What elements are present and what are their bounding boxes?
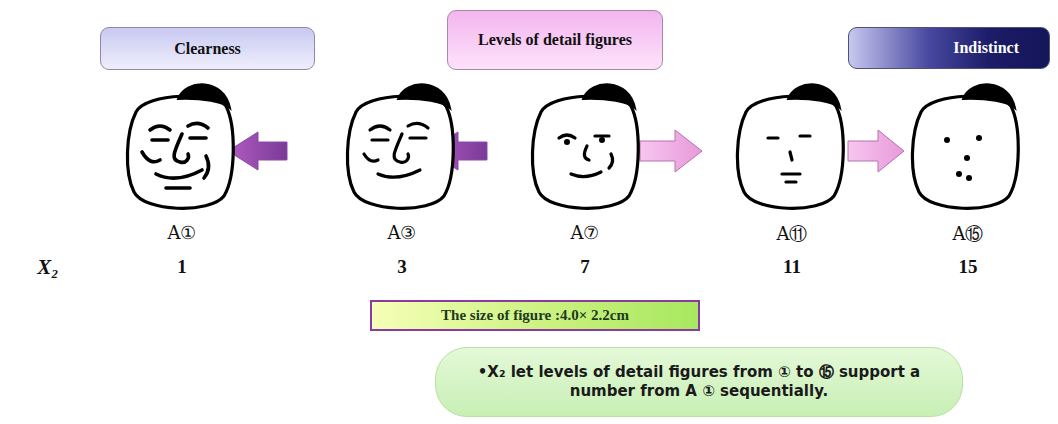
- head-outline: [532, 96, 638, 208]
- face-drawing: [912, 84, 1018, 208]
- face-dot: [966, 175, 972, 181]
- head-outline: [912, 96, 1018, 208]
- face-feature: [190, 136, 206, 140]
- face-dot: [976, 135, 982, 141]
- hair: [178, 84, 230, 108]
- face-feature: [786, 180, 796, 183]
- face-feature: [571, 172, 601, 177]
- face-feature: [584, 146, 589, 160]
- face-feature: [378, 170, 420, 177]
- head-outline: [127, 96, 233, 208]
- left-arrow: [228, 132, 287, 170]
- hair: [398, 84, 450, 108]
- figure-label: A⑪: [777, 222, 808, 246]
- face-dot: [564, 139, 570, 145]
- box-text: Clearness: [174, 40, 241, 58]
- face-dot: [599, 137, 605, 143]
- figure-label: A⑮: [953, 222, 984, 246]
- face-feature: [166, 186, 190, 190]
- level-number: 1: [177, 256, 187, 278]
- box-text: Indistinct: [953, 39, 1019, 57]
- face-feature: [204, 156, 209, 178]
- face-feature: [768, 136, 778, 139]
- face-feature: [372, 138, 388, 141]
- right-arrow: [640, 130, 702, 172]
- face-feature: [782, 172, 800, 175]
- note-box: •X₂ let levels of detail figures from ① …: [435, 347, 963, 417]
- face-feature: [800, 134, 810, 137]
- level-number: 3: [397, 256, 407, 278]
- header-box: Clearness: [100, 27, 315, 70]
- face-feature: [156, 170, 202, 178]
- face-feature: [370, 126, 390, 130]
- box-text: Levels of detail figures: [478, 31, 632, 49]
- head-outline: [737, 96, 843, 208]
- face-feature: [790, 152, 792, 160]
- level-number: 15: [959, 256, 978, 278]
- face-feature: [152, 138, 168, 142]
- head-outline: [347, 96, 453, 208]
- figure-label: A①: [168, 222, 197, 243]
- face-feature: [174, 134, 188, 162]
- face-feature: [150, 126, 170, 130]
- hair: [788, 84, 840, 108]
- box-text: •X₂ let levels of detail figures from ① …: [458, 363, 940, 402]
- figure-label: A③: [388, 222, 417, 243]
- face-drawing: [127, 84, 233, 208]
- face-feature: [142, 152, 160, 162]
- level-number: 7: [580, 256, 590, 278]
- face-drawing: [347, 84, 453, 208]
- hair: [963, 84, 1015, 108]
- right-arrow: [848, 130, 904, 172]
- header-box: Levels of detail figures: [447, 10, 663, 70]
- header-box: Indistinct: [848, 27, 1050, 69]
- face-feature: [559, 135, 575, 138]
- variable-name: X₂: [37, 255, 58, 280]
- hair: [583, 84, 635, 108]
- face-dot: [964, 155, 970, 161]
- box-text: The size of figure :4.0× 2.2cm: [441, 307, 629, 324]
- size-note-box: The size of figure :4.0× 2.2cm: [370, 300, 700, 331]
- face-drawing: [532, 84, 638, 208]
- face-dot: [956, 171, 962, 177]
- face-feature: [408, 123, 428, 128]
- face-feature: [188, 123, 208, 128]
- figure-label: A⑦: [571, 222, 600, 243]
- face-feature: [410, 136, 426, 139]
- face-feature: [394, 134, 408, 162]
- face-feature: [609, 154, 613, 168]
- face-feature: [364, 154, 378, 161]
- face-dot: [944, 137, 950, 143]
- level-number: 11: [783, 256, 801, 278]
- face-drawing: [737, 84, 843, 208]
